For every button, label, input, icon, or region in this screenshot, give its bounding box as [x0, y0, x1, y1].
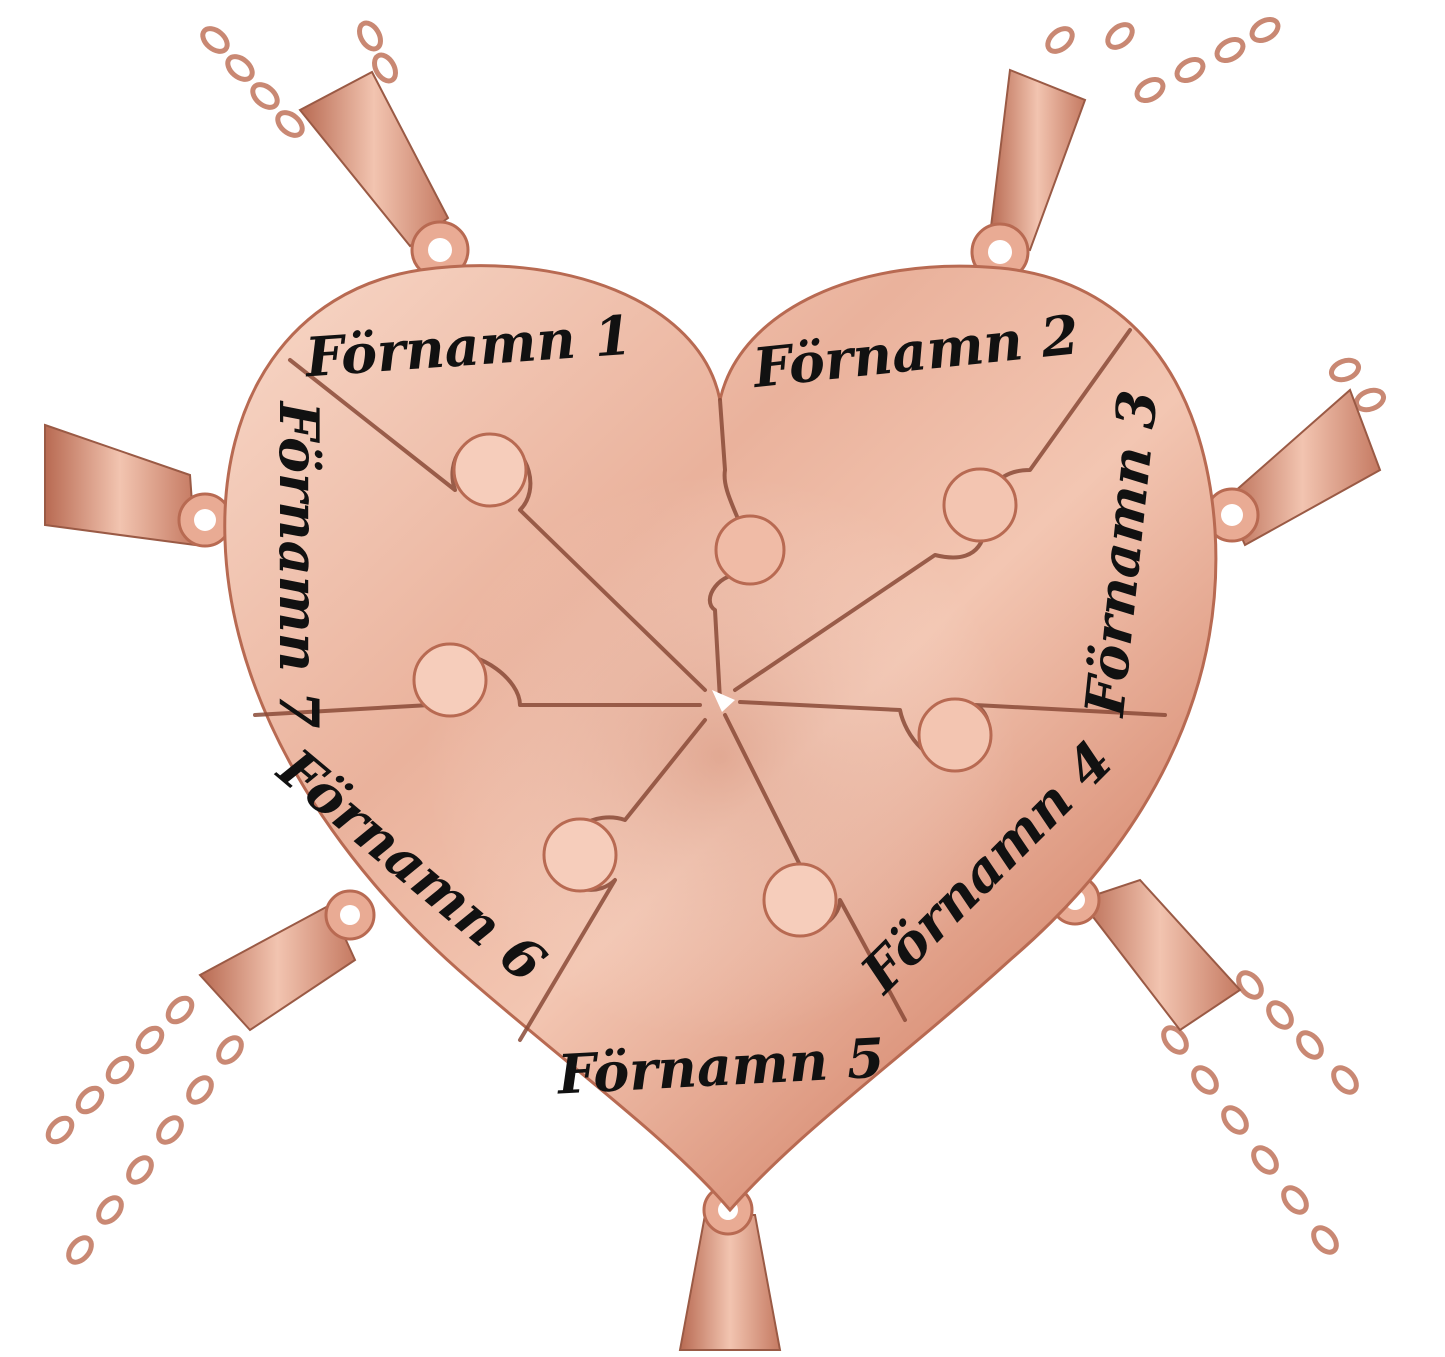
bail-7 — [44, 423, 233, 548]
chain-bottom-right — [1161, 970, 1359, 1255]
puzzle-knob-7 — [412, 642, 488, 718]
bail-6 — [198, 889, 376, 1032]
puzzle-knob-5 — [762, 862, 838, 938]
puzzle-knob-4 — [917, 697, 993, 773]
heart-pendant — [223, 264, 1218, 1213]
puzzle-knob-6 — [542, 817, 618, 893]
bail-1 — [298, 70, 470, 280]
puzzle-knob-2 — [714, 514, 786, 586]
chain-top-right — [1045, 17, 1281, 103]
puzzle-knob-3 — [942, 467, 1018, 543]
chain-top-left — [200, 20, 398, 138]
center-gap — [712, 690, 735, 712]
bail-3 — [1204, 388, 1382, 547]
chain-right — [1328, 357, 1387, 413]
chain-bottom-left — [45, 995, 244, 1265]
bail-4 — [1049, 874, 1242, 1032]
puzzle-knob-1 — [452, 432, 528, 508]
bail-2 — [970, 68, 1087, 282]
engraving-piece-7: Förnamn 7 — [267, 400, 331, 729]
